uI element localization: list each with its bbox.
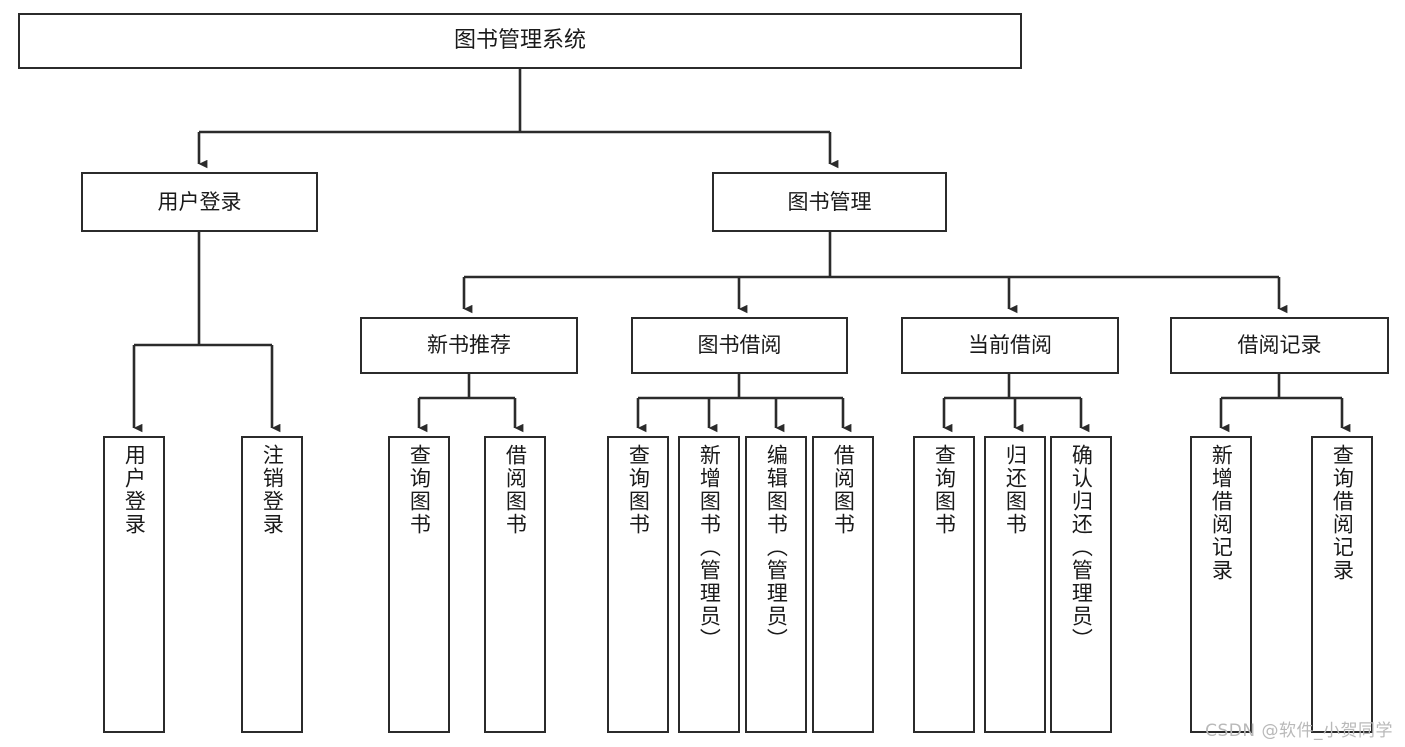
node-leaf-edit-book-admin[interactable]: 编辑图书（管理员） bbox=[745, 436, 807, 733]
node-label: 编辑图书（管理员） bbox=[764, 444, 789, 651]
node-label: 用户登录 bbox=[157, 189, 242, 214]
node-leaf-user-login[interactable]: 用户登录 bbox=[103, 436, 165, 733]
node-label: 新书推荐 bbox=[427, 333, 511, 358]
node-leaf-confirm-return-admin[interactable]: 确认归还（管理员） bbox=[1050, 436, 1112, 733]
node-label: 查询图书 bbox=[932, 444, 957, 536]
node-leaf-query-book-borrow[interactable]: 查询图书 bbox=[607, 436, 669, 733]
node-borrow-records[interactable]: 借阅记录 bbox=[1170, 317, 1389, 374]
node-leaf-query-book-newbook[interactable]: 查询图书 bbox=[388, 436, 450, 733]
node-label: 借阅图书 bbox=[831, 444, 856, 536]
node-leaf-return-book[interactable]: 归还图书 bbox=[984, 436, 1046, 733]
node-leaf-add-borrow-record[interactable]: 新增借阅记录 bbox=[1190, 436, 1252, 733]
node-leaf-borrow-book[interactable]: 借阅图书 bbox=[812, 436, 874, 733]
node-root-system[interactable]: 图书管理系统 bbox=[18, 13, 1022, 69]
node-label: 新增借阅记录 bbox=[1209, 444, 1234, 582]
node-leaf-borrow-book-newbook[interactable]: 借阅图书 bbox=[484, 436, 546, 733]
node-label: 确认归还（管理员） bbox=[1069, 444, 1094, 651]
node-label: 用户登录 bbox=[122, 444, 147, 536]
node-label: 归还图书 bbox=[1003, 444, 1028, 536]
node-book-management[interactable]: 图书管理 bbox=[712, 172, 947, 232]
node-leaf-query-book-current[interactable]: 查询图书 bbox=[913, 436, 975, 733]
node-label: 图书借阅 bbox=[697, 333, 782, 358]
watermark-text: CSDN @软件_小贺同学 bbox=[1205, 721, 1393, 741]
node-label: 查询图书 bbox=[626, 444, 651, 536]
node-leaf-logout[interactable]: 注销登录 bbox=[241, 436, 303, 733]
node-label: 借阅图书 bbox=[503, 444, 528, 536]
node-leaf-query-borrow-record[interactable]: 查询借阅记录 bbox=[1311, 436, 1373, 733]
node-leaf-add-book-admin[interactable]: 新增图书（管理员） bbox=[678, 436, 740, 733]
node-label: 借阅记录 bbox=[1237, 333, 1322, 358]
node-new-book-recommend[interactable]: 新书推荐 bbox=[360, 317, 578, 374]
node-user-login[interactable]: 用户登录 bbox=[81, 172, 318, 232]
node-label: 新增图书（管理员） bbox=[697, 444, 722, 651]
node-label: 注销登录 bbox=[260, 444, 285, 536]
node-label: 查询图书 bbox=[407, 444, 432, 536]
node-label: 查询借阅记录 bbox=[1330, 444, 1355, 582]
node-book-borrow[interactable]: 图书借阅 bbox=[631, 317, 848, 374]
node-label: 图书管理 bbox=[787, 189, 872, 214]
node-label: 当前借阅 bbox=[968, 333, 1052, 358]
node-current-borrow[interactable]: 当前借阅 bbox=[901, 317, 1119, 374]
node-label: 图书管理系统 bbox=[453, 28, 586, 54]
